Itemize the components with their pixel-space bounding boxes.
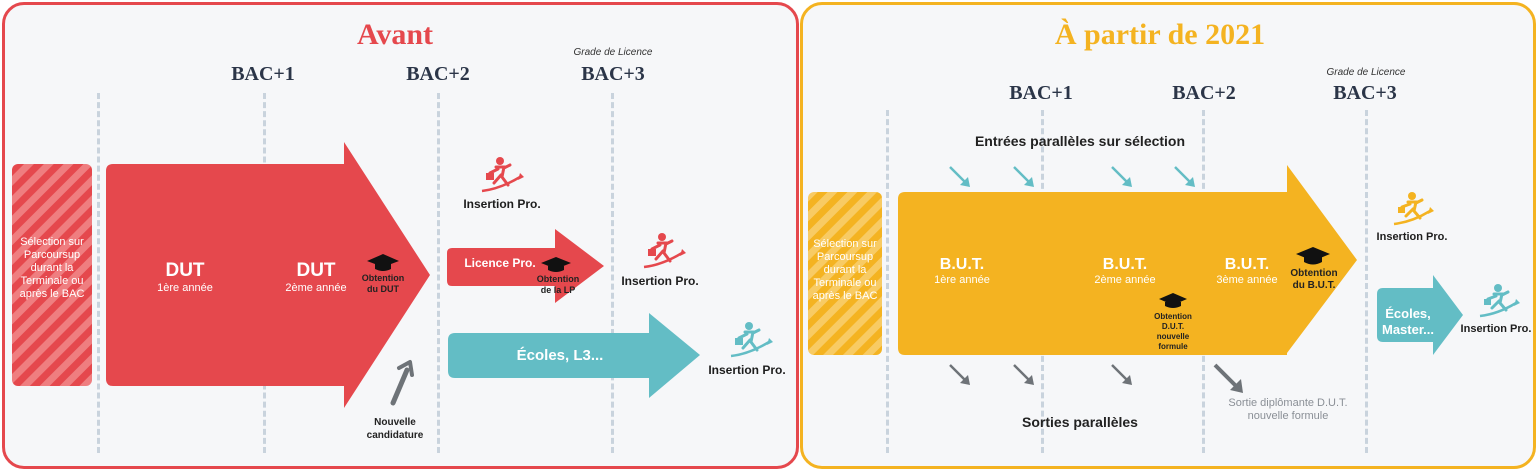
sorties-paralleles: Sorties parallèles — [1022, 414, 1138, 430]
dut-arrow — [106, 142, 430, 408]
obtention-dut: Obtention du DUT — [361, 273, 405, 294]
bac3-label-right: BAC+3 — [1333, 82, 1397, 104]
but-arrow — [898, 165, 1357, 355]
sortie-diplomante: Sortie diplômante D.U.T. nouvelle formul… — [1228, 397, 1348, 422]
dut2-block: DUT 2ème année — [263, 260, 369, 294]
insertion-pro-3: Insertion Pro. — [708, 363, 786, 377]
dut1-block: DUT 1ère année — [130, 260, 240, 294]
obtention-dut-nf: Obtention D.U.T. nouvelle formule — [1154, 312, 1192, 351]
obtention-lp: Obtention de la LP — [536, 274, 580, 295]
but2-title: B.U.T. — [1102, 256, 1148, 273]
dut1-title: DUT — [165, 260, 205, 281]
selection-text-left: Sélection sur Parcoursup durant la Termi… — [19, 236, 85, 300]
graduation-cap-icon — [1296, 247, 1330, 265]
arrow-icon — [390, 367, 410, 406]
grade-licence-label: Grade de Licence — [573, 47, 653, 58]
bac1-label: BAC+1 — [231, 63, 295, 85]
ecoles-l3-arrow — [448, 313, 700, 398]
but3-block: B.U.T. 3ème année — [1197, 256, 1297, 286]
bac1-label-right: BAC+1 — [1009, 82, 1073, 104]
selection-box-left — [12, 164, 92, 386]
divider-line — [1365, 110, 1368, 453]
but1-title: B.U.T. — [939, 256, 985, 273]
but1-sub: 1ère année — [934, 274, 990, 286]
panel-title-avant: Avant — [356, 18, 434, 51]
dut1-sub: 1ère année — [157, 282, 213, 294]
career-runner-icon — [481, 157, 524, 193]
insertion-pro-2: Insertion Pro. — [621, 274, 699, 288]
entrees-paralleles: Entrées parallèles sur sélection — [974, 133, 1186, 149]
but2-sub: 2ème année — [1094, 274, 1156, 286]
graduation-cap-icon — [367, 254, 399, 271]
dut2-sub: 2ème année — [285, 282, 347, 294]
bac3-label: BAC+3 — [581, 63, 645, 85]
divider-line — [97, 93, 100, 453]
career-runner-icon — [643, 233, 686, 269]
but3-title: B.U.T. — [1224, 256, 1270, 273]
graduation-cap-icon — [541, 257, 571, 272]
licence-pro-label: Licence Pro. — [464, 256, 536, 270]
divider-line — [886, 110, 889, 453]
career-runner-icon — [730, 322, 773, 358]
but2-block: B.U.T. 2ème année — [1075, 256, 1175, 286]
ecoles-master-label: Écoles, Master... — [1381, 306, 1435, 337]
obtention-but: Obtention du B.U.T. — [1290, 268, 1338, 291]
ecoles-master-arrow — [1377, 275, 1463, 355]
entry-arrows — [949, 166, 1195, 187]
career-runner-icon — [1479, 284, 1520, 318]
bac2-label: BAC+2 — [406, 63, 470, 85]
insertion-pro-5: Insertion Pro. — [1460, 323, 1532, 335]
grade-licence-label-right: Grade de Licence — [1326, 67, 1406, 78]
divider-line — [437, 93, 440, 453]
but3-sub: 3ème année — [1216, 274, 1278, 286]
selection-text-right: Sélection sur Parcoursup durant la Termi… — [812, 238, 878, 302]
nouvelle-candidature: Nouvelle candidature — [366, 417, 424, 441]
ecoles-l3-label: Écoles, L3... — [516, 347, 604, 364]
panel-title-2021: À partir de 2021 — [1054, 18, 1266, 51]
bac2-label-right: BAC+2 — [1172, 82, 1236, 104]
insertion-pro-1: Insertion Pro. — [463, 197, 541, 211]
exit-arrows — [949, 363, 1243, 393]
career-runner-icon — [1393, 192, 1434, 226]
divider-line — [611, 93, 614, 453]
but1-block: B.U.T. 1ère année — [912, 256, 1012, 286]
licence-pro-arrow — [447, 229, 604, 303]
selection-box-right — [808, 192, 882, 355]
dut2-title: DUT — [296, 260, 336, 281]
graduation-cap-icon — [1159, 293, 1187, 308]
insertion-pro-4: Insertion Pro. — [1376, 231, 1448, 243]
